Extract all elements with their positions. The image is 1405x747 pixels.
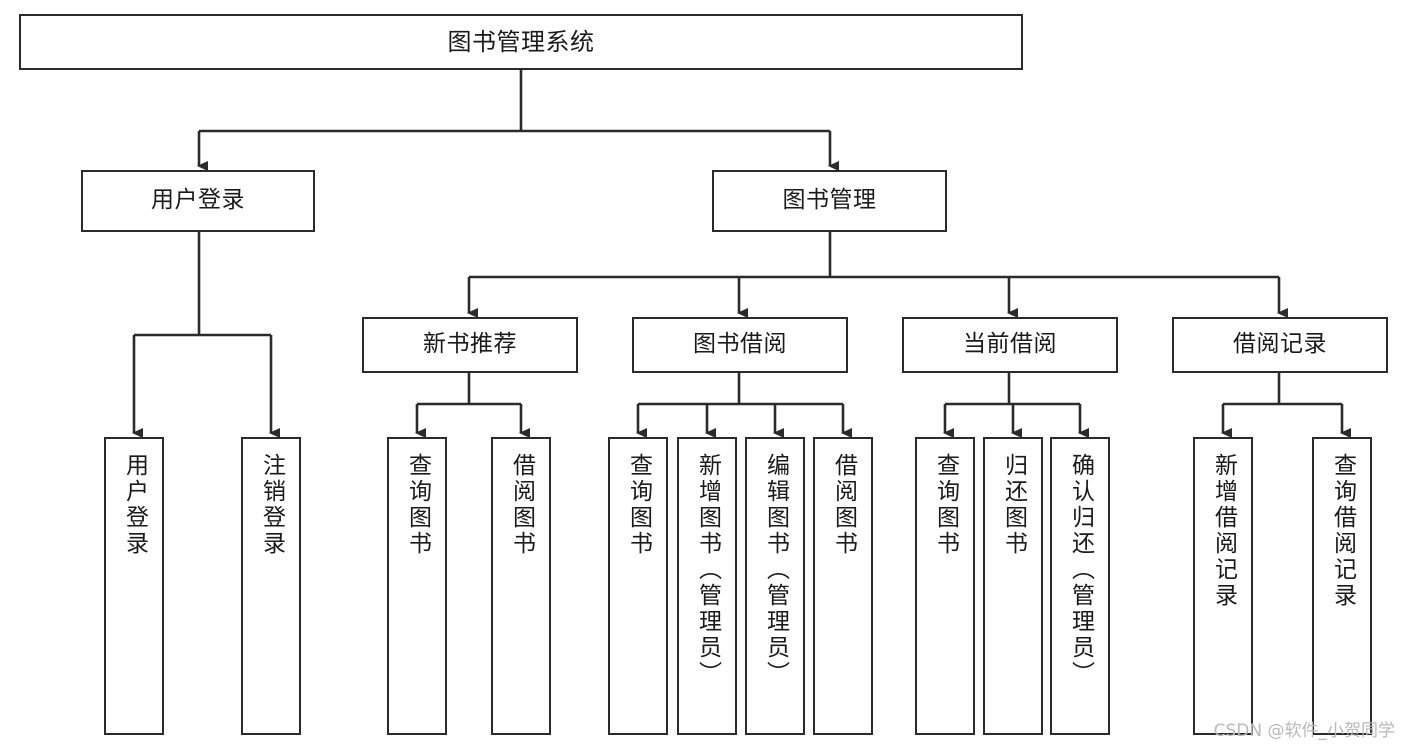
node-label: 查询借阅记录 [1329, 453, 1356, 609]
node-label: 用户登录 [121, 453, 148, 557]
node-label: 借阅图书 [830, 453, 857, 557]
node-current-borrow[interactable]: 当前借阅 [902, 317, 1118, 373]
node-leaf-edit-book-admin[interactable]: 编辑图书（管理员） [745, 437, 805, 735]
node-label: 查询图书 [932, 453, 959, 557]
node-leaf-confirm-return-admin[interactable]: 确认归还（管理员） [1050, 437, 1110, 735]
node-label: 图书管理系统 [447, 27, 595, 56]
node-leaf-query-book-current[interactable]: 查询图书 [915, 437, 975, 735]
node-book-borrow[interactable]: 图书借阅 [632, 317, 848, 373]
node-label: 借阅记录 [1233, 331, 1327, 358]
node-root-book-management-system[interactable]: 图书管理系统 [19, 14, 1023, 70]
node-leaf-return-book[interactable]: 归还图书 [983, 437, 1043, 735]
node-leaf-query-borrow-record[interactable]: 查询借阅记录 [1312, 437, 1372, 735]
csdn-watermark: CSDN @软件_小贺同学 [1213, 721, 1395, 741]
node-label: 新书推荐 [423, 331, 517, 358]
node-leaf-logout[interactable]: 注销登录 [241, 437, 301, 735]
node-label: 用户登录 [151, 187, 245, 214]
node-leaf-borrow-book-recommend[interactable]: 借阅图书 [491, 437, 551, 735]
node-leaf-borrow-book[interactable]: 借阅图书 [813, 437, 873, 735]
node-book-management[interactable]: 图书管理 [712, 170, 947, 232]
node-label: 确认归还（管理员） [1067, 453, 1094, 687]
node-leaf-query-book-borrow[interactable]: 查询图书 [608, 437, 668, 735]
node-label: 当前借阅 [963, 331, 1057, 358]
node-label: 借阅图书 [508, 453, 535, 557]
node-user-login[interactable]: 用户登录 [81, 170, 315, 232]
node-leaf-user-login[interactable]: 用户登录 [104, 437, 164, 735]
node-label: 查询图书 [404, 453, 431, 557]
node-borrow-record[interactable]: 借阅记录 [1172, 317, 1388, 373]
node-label: 归还图书 [1000, 453, 1027, 557]
node-new-book-recommend[interactable]: 新书推荐 [362, 317, 578, 373]
node-leaf-add-book-admin[interactable]: 新增图书（管理员） [677, 437, 737, 735]
node-leaf-add-borrow-record[interactable]: 新增借阅记录 [1193, 437, 1253, 735]
node-label: 注销登录 [258, 453, 285, 557]
node-label: 编辑图书（管理员） [762, 453, 789, 687]
node-label: 图书管理 [782, 187, 877, 214]
node-leaf-query-book-recommend[interactable]: 查询图书 [387, 437, 447, 735]
node-label: 查询图书 [625, 453, 652, 557]
node-label: 新增图书（管理员） [694, 453, 721, 687]
node-label: 图书借阅 [693, 331, 787, 358]
node-label: 新增借阅记录 [1210, 453, 1237, 609]
